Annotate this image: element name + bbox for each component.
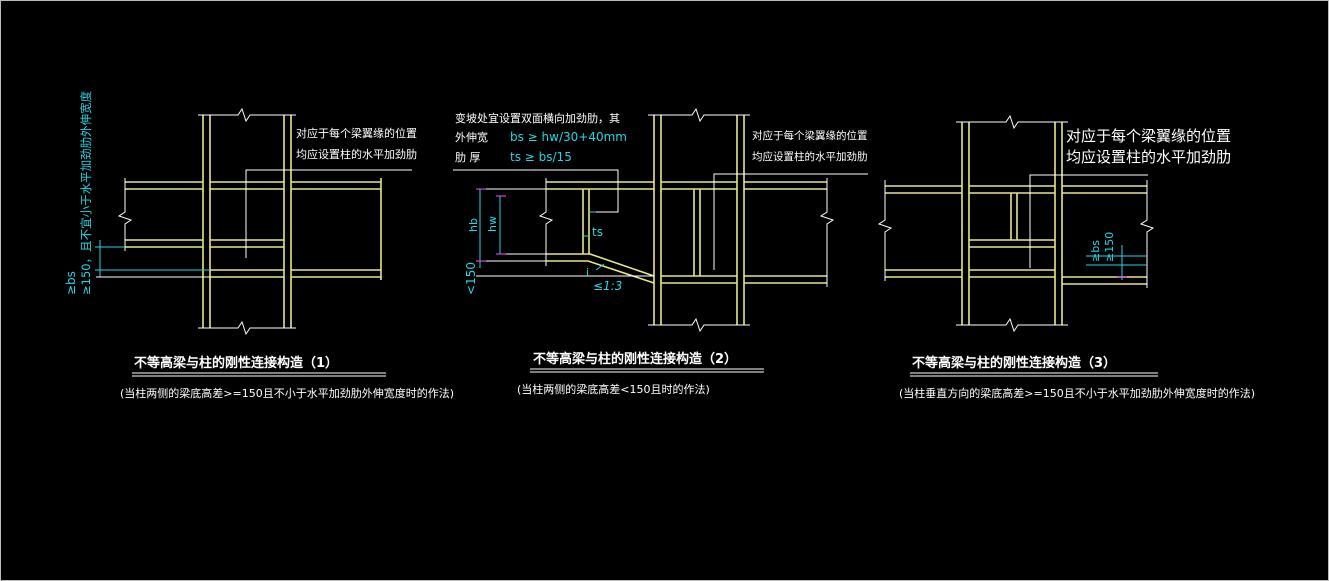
detail-2-width-formula: bs ≥ hw/30+40mm — [510, 130, 627, 144]
detail-1-subtitle: (当柱两侧的梁底高差>=150且不小于水平加劲肋外伸宽度时的作法) — [120, 386, 454, 400]
detail-2-width-label: 外伸宽 — [455, 130, 488, 144]
detail-2-thick-label: 肋 厚 — [455, 150, 481, 164]
detail-1-title: 不等高梁与柱的刚性连接构造（1） — [134, 355, 338, 371]
detail-1-note-line1: 对应于每个梁翼缘的位置 — [296, 126, 417, 140]
detail-3-note-line2: 均应设置柱的水平加劲肋 — [1066, 148, 1231, 166]
detail-2-title: 不等高梁与柱的刚性连接构造（2） — [533, 351, 737, 367]
detail-1-dim-bs: ≥bs — [64, 271, 78, 295]
detail-3-title: 不等高梁与柱的刚性连接构造（3） — [912, 355, 1116, 371]
detail-2-slope-i: i — [586, 266, 589, 279]
detail-2-slope: ≤1:3 — [593, 279, 622, 293]
detail-1-drawing — [95, 107, 412, 336]
detail-2-stiffener-note: 变坡处宜设置双面横向加劲肋，其 — [455, 111, 620, 125]
detail-2-thick-formula: ts ≥ bs/15 — [510, 150, 572, 164]
detail-2-hb: hb — [467, 218, 480, 232]
detail-2-subtitle: (当柱两侧的梁底高差<150且时的作法) — [517, 382, 710, 396]
detail-3-dim-bs: ≥bs — [1089, 240, 1102, 262]
detail-2-hw: hw — [486, 216, 499, 232]
detail-3-note-line1: 对应于每个梁翼缘的位置 — [1066, 127, 1231, 145]
detail-2-note-line1: 对应于每个梁翼缘的位置 — [752, 129, 868, 142]
detail-2-drawing — [453, 107, 868, 333]
detail-3-dim-150: ≥150 — [1103, 232, 1116, 262]
detail-3-drawing — [877, 114, 1155, 333]
detail-1-vertical-dim: ≥150，且不宜小于水平加劲肋外伸宽度 — [79, 90, 93, 295]
detail-2-note-line2: 均应设置柱的水平加劲肋 — [752, 150, 868, 163]
detail-3-subtitle: (当柱垂直方向的梁底高差>=150且不小于水平加劲肋外伸宽度时的作法) — [899, 386, 1255, 400]
detail-2-dim-150: <150 — [464, 262, 478, 295]
detail-1-note-line2: 均应设置柱的水平加劲肋 — [296, 147, 417, 161]
detail-2-ts: ts — [592, 225, 603, 239]
